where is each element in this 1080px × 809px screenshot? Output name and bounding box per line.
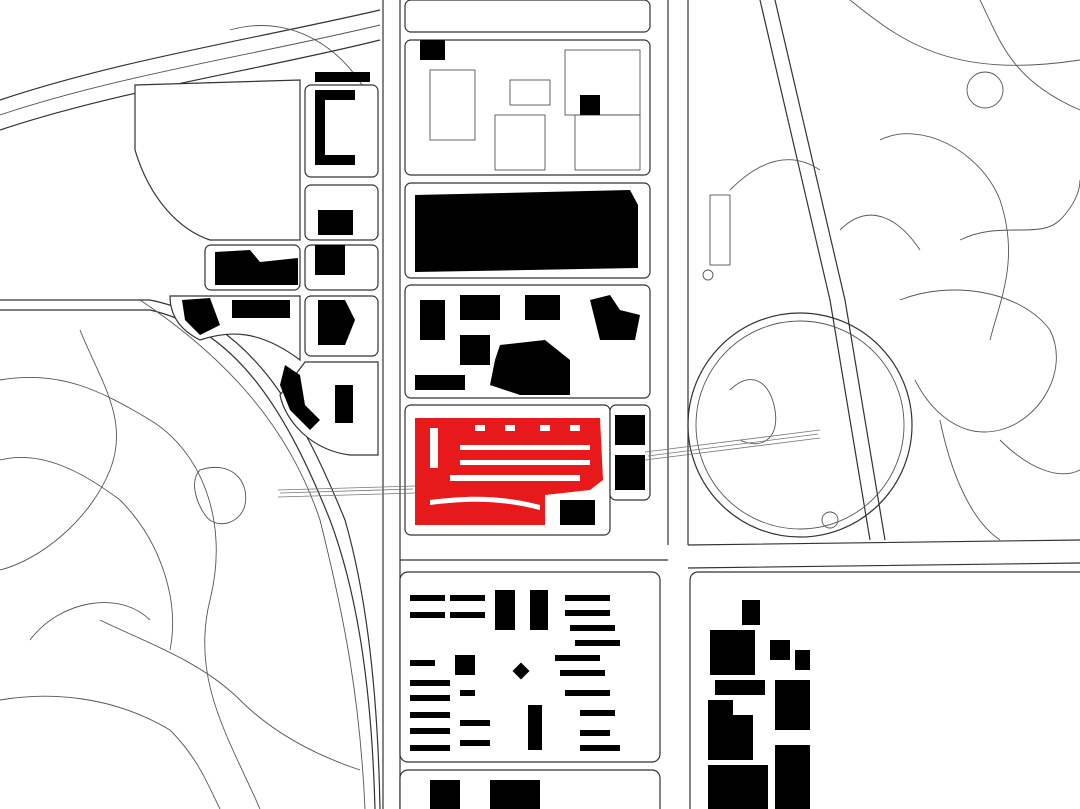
northeast-diagonal-road	[759, 0, 871, 541]
pedestrian-bridges	[277, 429, 821, 498]
residential-buildings	[410, 595, 620, 751]
east-west-road	[400, 539, 1080, 569]
diagonal-railway	[0, 309, 376, 809]
northwest-expressway	[0, 9, 381, 101]
park-paths	[0, 133, 1080, 809]
roundabout	[687, 312, 913, 538]
highlighted-project-site	[415, 418, 603, 525]
industrial-buildings	[708, 600, 810, 809]
small-roundabout	[966, 71, 1004, 109]
buildings	[182, 40, 810, 809]
large-building	[415, 190, 638, 272]
east-north-south-road	[667, 0, 689, 545]
